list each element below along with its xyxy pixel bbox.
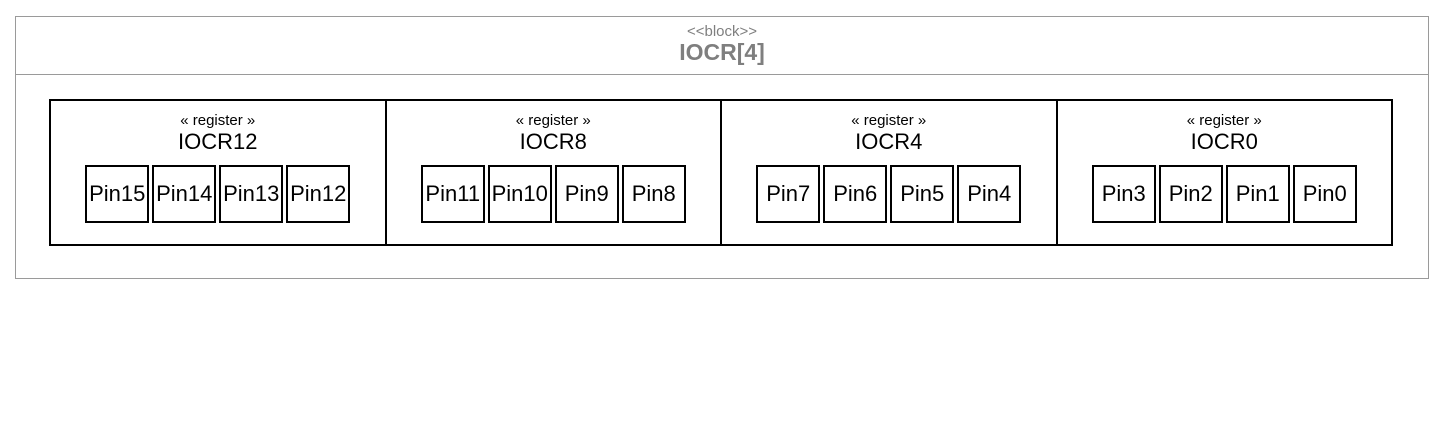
pin-box: Pin2 — [1158, 165, 1223, 223]
pin-box: Pin4 — [957, 165, 1022, 223]
pin-box: Pin9 — [554, 165, 619, 223]
register-name: IOCR4 — [855, 129, 923, 154]
register-section: « register » IOCR12 Pin15 Pin14 Pin13 Pi… — [51, 101, 387, 244]
register-name: IOCR0 — [1190, 129, 1258, 154]
register-stereotype: « register » — [1186, 112, 1262, 129]
register-section: « register » IOCR8 Pin11 Pin10 Pin9 Pin8 — [387, 101, 722, 244]
iocr-block-frame: <<block>> IOCR[4] « register » IOCR12 Pi… — [15, 16, 1429, 279]
pin-box: Pin1 — [1225, 165, 1290, 223]
register-name: IOCR12 — [178, 129, 258, 154]
register-stereotype: « register » — [515, 112, 591, 129]
block-stereotype: <<block>> — [686, 22, 758, 40]
register-section: « register » IOCR0 Pin3 Pin2 Pin1 Pin0 — [1058, 101, 1392, 244]
pin-row: Pin3 Pin2 Pin1 Pin0 — [1091, 165, 1357, 223]
pin-box: Pin15 — [85, 165, 150, 223]
pin-row: Pin7 Pin6 Pin5 Pin4 — [756, 165, 1022, 223]
register-name: IOCR8 — [519, 129, 587, 154]
pin-box: Pin14 — [152, 165, 217, 223]
pin-box: Pin7 — [756, 165, 821, 223]
pin-box: Pin11 — [420, 165, 485, 223]
pin-box: Pin5 — [890, 165, 955, 223]
pin-row: Pin11 Pin10 Pin9 Pin8 — [420, 165, 686, 223]
pin-box: Pin10 — [487, 165, 552, 223]
pin-box: Pin0 — [1292, 165, 1357, 223]
pin-box: Pin8 — [621, 165, 686, 223]
pin-box: Pin3 — [1091, 165, 1156, 223]
register-section: « register » IOCR4 Pin7 Pin6 Pin5 Pin4 — [722, 101, 1058, 244]
register-stereotype: « register » — [851, 112, 927, 129]
pin-box: Pin6 — [823, 165, 888, 223]
pin-box: Pin12 — [286, 165, 351, 223]
block-header: <<block>> IOCR[4] — [16, 17, 1428, 75]
register-container: « register » IOCR12 Pin15 Pin14 Pin13 Pi… — [49, 99, 1393, 246]
pin-box: Pin13 — [219, 165, 284, 223]
register-stereotype: « register » — [180, 112, 256, 129]
block-title: IOCR[4] — [679, 38, 765, 65]
pin-row: Pin15 Pin14 Pin13 Pin12 — [85, 165, 351, 223]
